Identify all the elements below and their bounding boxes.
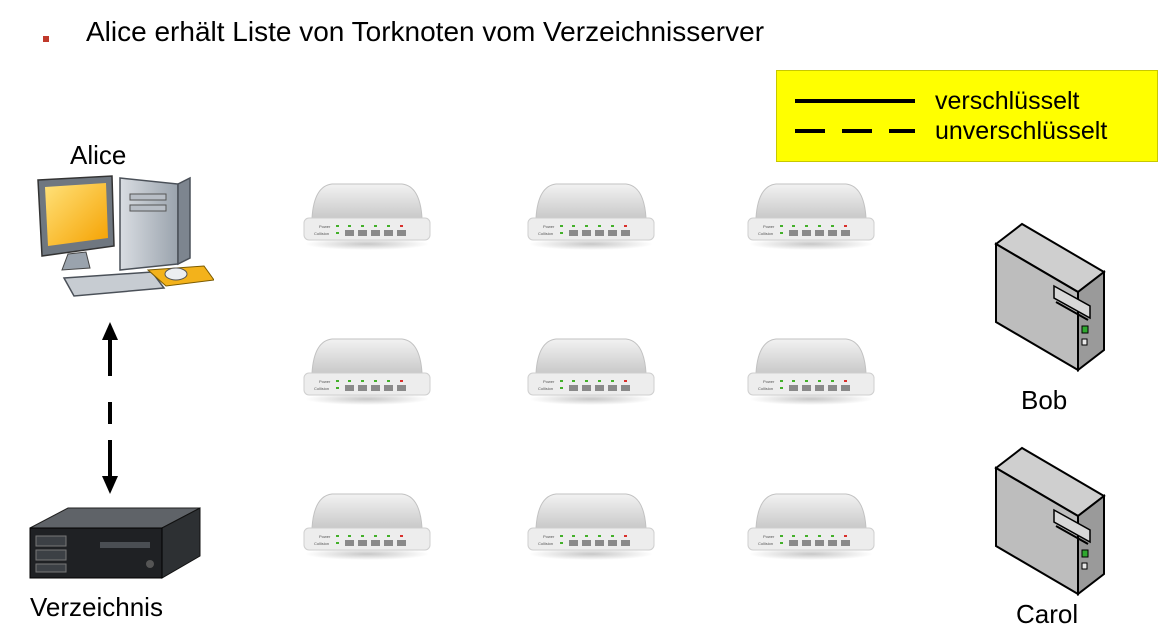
tor-node-router-icon: Power Collision (746, 182, 876, 252)
svg-text:Collision: Collision (538, 386, 553, 391)
tor-node-router-icon: Power Collision (302, 492, 432, 562)
directory-label: Verzeichnis (30, 592, 163, 622)
bullet-marker (43, 36, 49, 42)
svg-text:Collision: Collision (538, 541, 553, 546)
tor-node-router-icon: Power Collision (526, 182, 656, 252)
carol-server-tower-icon (992, 446, 1110, 597)
svg-text:Power: Power (543, 534, 555, 539)
tor-node-router-icon: Power Collision (526, 337, 656, 407)
svg-text:Power: Power (319, 224, 331, 229)
svg-text:Collision: Collision (314, 231, 329, 236)
svg-text:Collision: Collision (314, 541, 329, 546)
tor-node-router-icon: Power Collision (746, 337, 876, 407)
solid-line-sample (795, 99, 915, 103)
svg-text:Power: Power (763, 534, 775, 539)
tor-node-router-icon: Power Collision (746, 492, 876, 562)
slide-bullet-text: Alice erhält Liste von Torknoten vom Ver… (86, 16, 765, 47)
alice-label: Alice (70, 140, 127, 170)
svg-text:Power: Power (763, 379, 775, 384)
dashed-line-sample (795, 129, 915, 133)
svg-text:Power: Power (319, 379, 331, 384)
tor-node-router-icon: Power Collision (526, 492, 656, 562)
svg-text:Power: Power (543, 379, 555, 384)
directory-server-icon (24, 506, 204, 580)
tor-node-router-icon: Power Collision (302, 337, 432, 407)
legend-label-unencrypted: unverschlüsselt (935, 117, 1108, 145)
legend-row-encrypted: verschlüsselt (777, 86, 1157, 116)
dashed-arrow-alice-directory (95, 322, 125, 494)
legend-label-encrypted: verschlüsselt (935, 87, 1080, 115)
svg-text:Collision: Collision (758, 541, 773, 546)
svg-text:Collision: Collision (758, 386, 773, 391)
carol-label: Carol (1016, 599, 1079, 629)
svg-text:Power: Power (319, 534, 331, 539)
alice-computer-icon (28, 172, 215, 308)
svg-text:Collision: Collision (758, 231, 773, 236)
tor-node-router-icon: Power Collision (302, 182, 432, 252)
legend-box: verschlüsselt unverschlüsselt (776, 70, 1158, 162)
svg-text:Power: Power (763, 224, 775, 229)
svg-text:Power: Power (543, 224, 555, 229)
bob-label: Bob (1021, 385, 1068, 415)
legend-row-unencrypted: unverschlüsselt (777, 116, 1157, 146)
bob-server-tower-icon (992, 222, 1110, 373)
svg-text:Collision: Collision (538, 231, 553, 236)
svg-text:Collision: Collision (314, 386, 329, 391)
